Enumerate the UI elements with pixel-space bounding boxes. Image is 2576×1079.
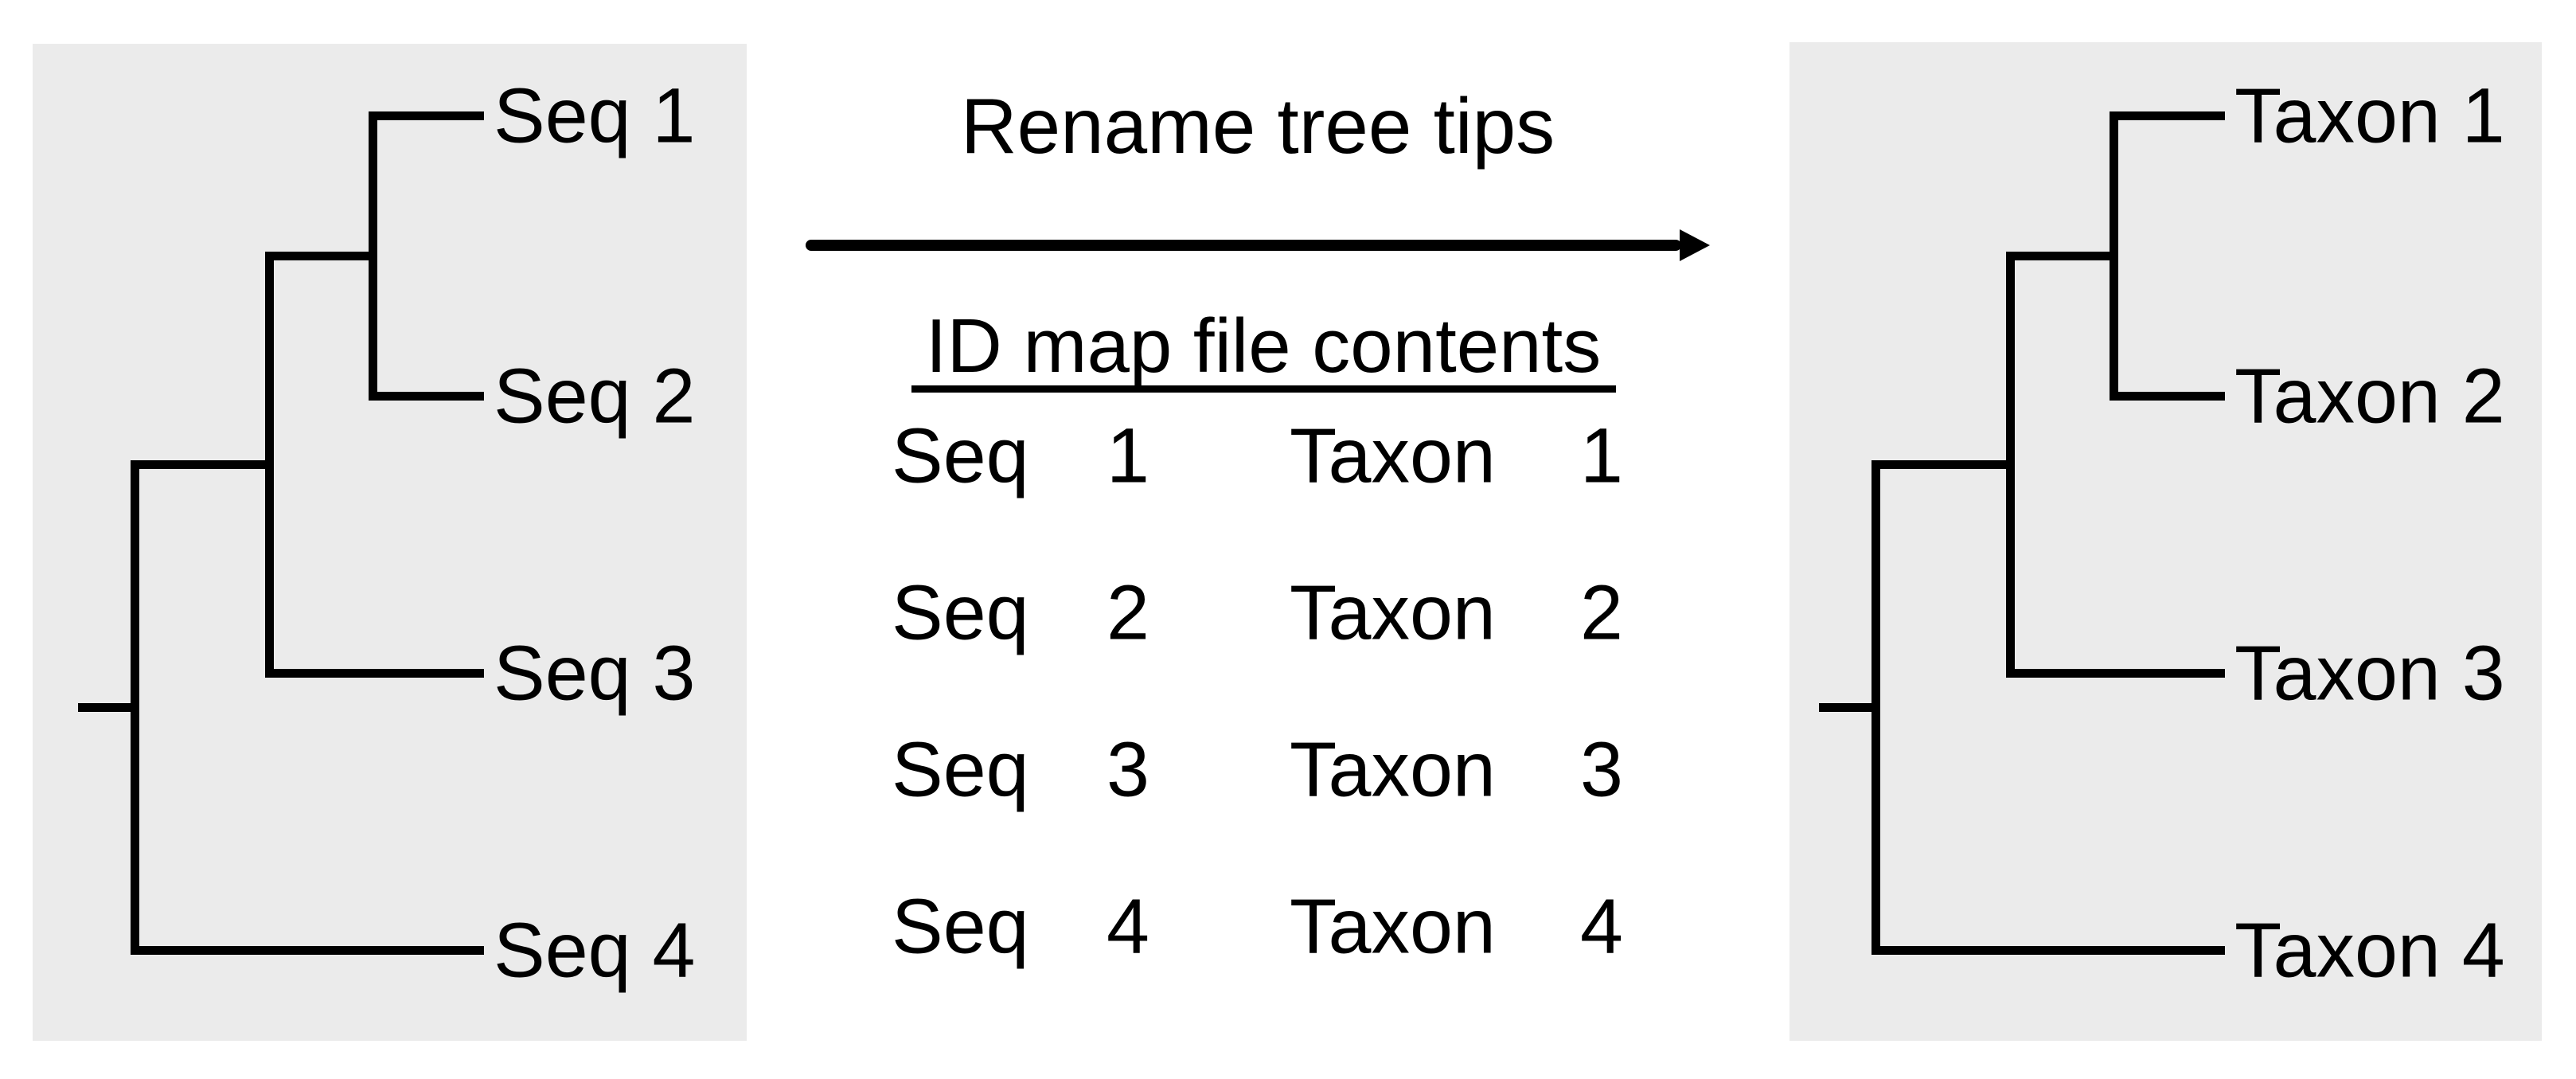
tree-branch-segment xyxy=(369,111,484,120)
id-map-to-id: 2 xyxy=(1580,569,1623,656)
rename-arrow-head-icon xyxy=(1680,229,1710,261)
id-map-heading-underline xyxy=(911,385,1616,393)
output-tree-panel xyxy=(1790,42,2542,1041)
tree-branch-segment xyxy=(2006,252,2118,260)
tree-branch-segment xyxy=(78,703,139,712)
id-map-from-label: Seq xyxy=(892,569,1029,656)
id-map-from-label: Seq xyxy=(892,725,1029,813)
tip-label: Taxon 3 xyxy=(2234,629,2505,717)
tree-branch-segment xyxy=(1872,946,2225,955)
transform-title: Rename tree tips xyxy=(960,82,1555,170)
id-map-from-id: 2 xyxy=(1107,569,1149,656)
id-map-heading: ID map file contents xyxy=(925,303,1602,389)
tip-label: Seq 4 xyxy=(494,906,696,994)
tree-branch-segment xyxy=(369,392,484,401)
tip-label: Seq 3 xyxy=(494,629,696,717)
id-map-from-label: Seq xyxy=(892,882,1029,970)
id-map-to-label: Taxon xyxy=(1290,882,1496,970)
tree-branch-segment xyxy=(2110,392,2225,401)
tip-label: Taxon 4 xyxy=(2234,906,2505,994)
tree-branch-segment xyxy=(2110,111,2225,120)
id-map-to-label: Taxon xyxy=(1290,569,1496,656)
input-tree-panel xyxy=(33,44,747,1041)
id-map-from-id: 3 xyxy=(1107,725,1149,813)
tree-branch-segment xyxy=(131,946,484,955)
id-map-from-label: Seq xyxy=(892,412,1029,499)
tip-label: Seq 1 xyxy=(494,72,696,159)
tree-branch-segment xyxy=(265,252,377,260)
tree-branch-segment xyxy=(131,460,274,469)
tree-branch-segment xyxy=(1872,460,2015,469)
id-map-to-label: Taxon xyxy=(1290,725,1496,813)
tip-label: Taxon 2 xyxy=(2234,352,2505,440)
tree-branch-segment xyxy=(2006,669,2225,678)
tree-branch-segment xyxy=(1819,703,1880,712)
tip-label: Seq 2 xyxy=(494,352,696,440)
tip-label: Taxon 1 xyxy=(2234,72,2505,159)
rename-arrow-shaft xyxy=(806,240,1681,251)
id-map-to-id: 4 xyxy=(1580,882,1623,970)
id-map-to-label: Taxon xyxy=(1290,412,1496,499)
id-map-to-id: 1 xyxy=(1580,412,1623,499)
id-map-from-id: 1 xyxy=(1107,412,1149,499)
tree-branch-segment xyxy=(265,669,484,678)
id-map-from-id: 4 xyxy=(1107,882,1149,970)
id-map-to-id: 3 xyxy=(1580,725,1623,813)
